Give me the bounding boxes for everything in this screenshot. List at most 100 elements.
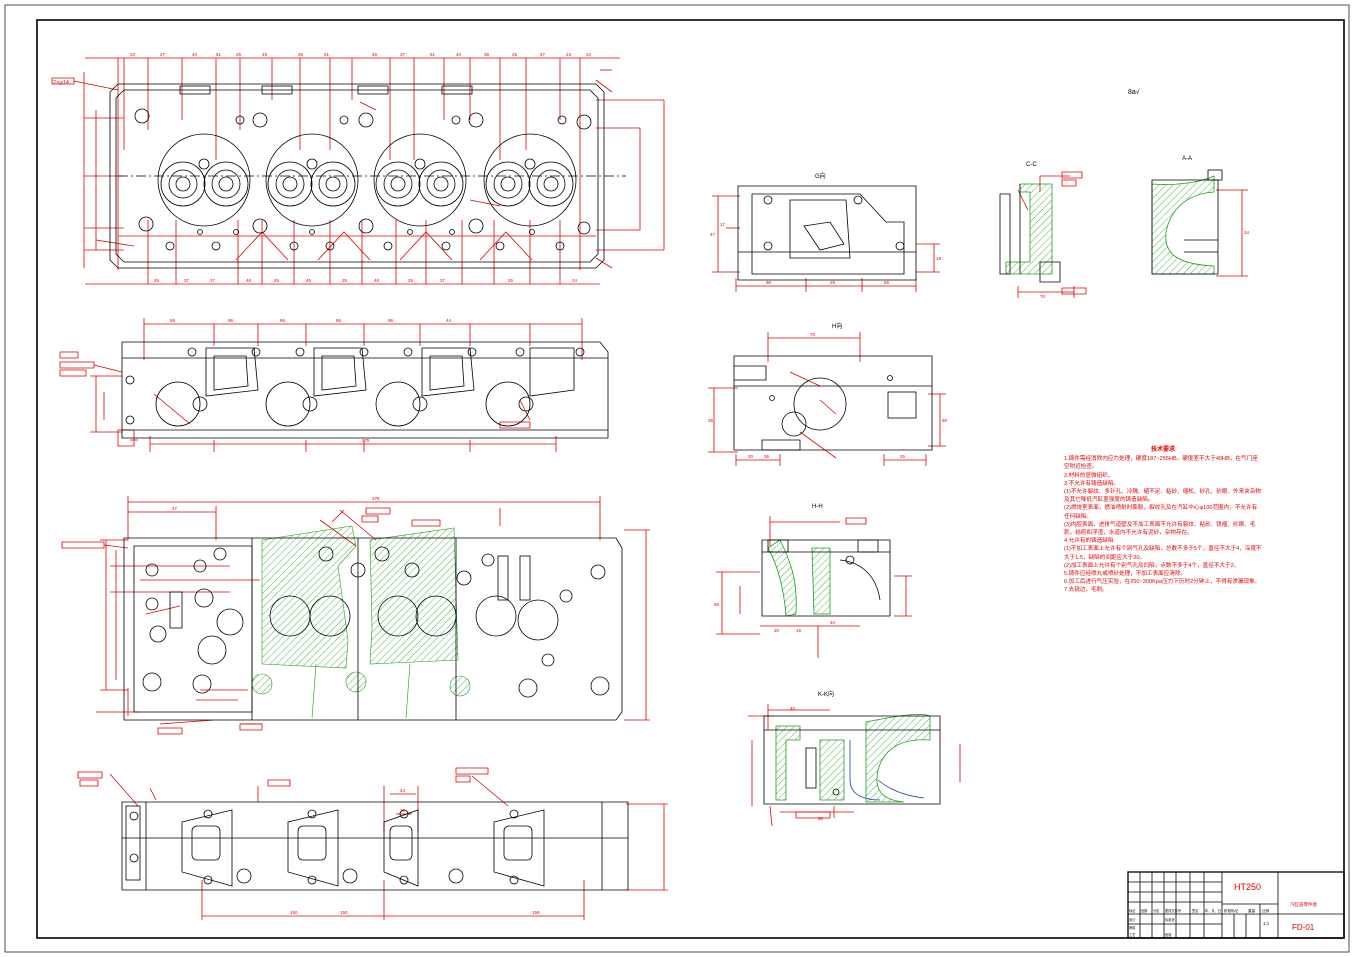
dim-hh-3: 65: [714, 602, 720, 607]
view-manifold-side: [77, 767, 668, 920]
tech-line: 5.铸件应经喷丸或喷砂处理，不加工表面应清除。: [1064, 571, 1187, 578]
dim-g-1: 28: [830, 280, 836, 285]
dim-k-1: 36: [818, 816, 824, 821]
dim-manifold-0: 150: [290, 910, 298, 915]
view-top-plan: [51, 57, 665, 285]
tb-header-1: 处数: [1141, 908, 1148, 913]
tech-line: (2)燃烧室表面，燃油喷射时膨胀，裂纹孔及在汽缸中心φ100范围内，不允许有任何…: [1064, 505, 1258, 520]
roughness-mark: 8a√: [1128, 88, 1140, 96]
dim-front-2: 96: [280, 318, 286, 323]
dim-h-2: 36: [764, 454, 770, 459]
dim-hh-2: 34: [830, 620, 836, 625]
dim-bottom-1: 37: [184, 278, 190, 283]
dim-plan-0: 47: [172, 506, 178, 511]
dim-aa-0: 34: [1244, 230, 1250, 235]
dim-h-0: 70: [810, 332, 816, 337]
tb-header-4: 签名: [1192, 908, 1198, 913]
dim-manifold-3: 24: [400, 788, 406, 793]
view-g: [712, 185, 940, 292]
scale-value: 1:1: [1263, 921, 1270, 926]
dim-g-4: 18: [936, 256, 942, 261]
dim-g-2: 55: [884, 280, 890, 285]
tb-design: 设计: [1129, 917, 1136, 922]
dim-cc-0: 70: [1040, 294, 1046, 299]
tech-line: 6.加工后进行气压实验，在250~300Kpa压力下历时2分钟上，不得有渗漏现象…: [1064, 579, 1261, 586]
tb-header-3: 更改文件号: [1165, 908, 1181, 913]
tech-line: 7.去锐边，毛刺。: [1064, 587, 1108, 594]
dim-top-12: 38: [484, 52, 490, 57]
tech-line: 3.不允许有铸造缺陷。: [1064, 480, 1120, 487]
dim-front-1: 96: [228, 318, 234, 323]
view-section-aa: [1151, 169, 1248, 277]
dim-g-0: 96: [766, 280, 772, 285]
dim-bottom-2: 27: [210, 278, 216, 283]
tech-line: 1.铸件需经消除内应力处理，硬度187~255HB，硬度差不大于40HB，在气门…: [1064, 456, 1258, 471]
drawing-number-label: FD-01: [1292, 923, 1315, 932]
dim-hh-0: 20: [774, 628, 780, 633]
dim-k-0: 40: [790, 706, 796, 711]
dim-manifold-4: 29: [400, 808, 406, 813]
dim-bottom-6: 25: [342, 278, 348, 283]
dim-top-15: 23: [566, 52, 572, 57]
dim-top-11: 40: [456, 52, 462, 57]
dim-bottom-3: 48: [246, 278, 252, 283]
dim-bottom-0: 25: [154, 278, 160, 283]
tech-line: (1)不允许裂纹、多针孔、冷隔、缩不足、粘砂、缩松、砂孔、砂眼、外来夹杂物及其它…: [1064, 489, 1262, 504]
dim-top-5: 49: [262, 52, 268, 57]
dim-top-1: 27: [160, 52, 166, 57]
tech-line: 2.材料的显微组织。: [1064, 472, 1114, 479]
weight-label: 重量: [1248, 908, 1256, 913]
stage-label: 阶段标记: [1224, 908, 1239, 913]
view-section-hh: [716, 516, 912, 658]
scale-label: 比例: [1262, 908, 1270, 913]
dim-front-4: 96: [388, 318, 394, 323]
dim-h-5: 80: [942, 418, 948, 423]
dim-bottom-7: 48: [374, 278, 380, 283]
label-a-section: A-A: [1182, 156, 1192, 162]
tech-line: (2)加工表面上允许有个别气孔及凹陷，点数不多于4个，直径不大于2。: [1064, 562, 1240, 569]
view-h: [708, 332, 946, 466]
dim-bottom-5: 45: [306, 278, 312, 283]
dim-top-8: 49: [372, 52, 378, 57]
dim-top-16: 24: [586, 52, 592, 57]
dim-h-4: 36: [708, 418, 714, 423]
dim-g-5: 17: [720, 222, 726, 227]
dim-front-3: 96: [336, 318, 342, 323]
tb-review: 审核: [1129, 925, 1136, 930]
dim-front-6: 375: [362, 438, 370, 443]
dim-bottom-4: 25: [274, 278, 280, 283]
title-block: [1127, 871, 1345, 939]
dim-g-3: 47: [710, 232, 716, 237]
dim-hh-1: 16: [796, 628, 802, 633]
dim-top-2: 40: [192, 52, 198, 57]
dim-bottom-10: 25: [508, 278, 514, 283]
dim-front-0: 58: [170, 318, 176, 323]
tb-header-2: 分区: [1153, 908, 1160, 913]
drawing-frame: [36, 19, 1345, 939]
dim-top-3: 51: [216, 52, 222, 57]
dim-top-6: 25: [298, 52, 304, 57]
tech-title: 技术要求: [1150, 447, 1175, 453]
dim-top-14: 27: [540, 52, 546, 57]
outer-border: [4, 4, 1350, 953]
dim-h-3: 25: [900, 454, 906, 459]
label-hh-section: H-H: [812, 504, 823, 510]
tech-line: (3)内腔表面，进排气道壁及不加工表面不允许有裂纹、粘砂、铁瘤、砂眼、毛刺，结疤…: [1064, 521, 1256, 537]
view-section-kk: [748, 704, 961, 827]
dim-top-9: 37: [400, 52, 406, 57]
tb-header-0: 标记: [1129, 908, 1136, 913]
tb-standard: 标准化: [1165, 917, 1175, 922]
label-g-view: G向: [815, 172, 826, 180]
view-lower-plan: [61, 496, 650, 735]
dim-h-1: 20: [748, 454, 754, 459]
tech-line: 4.允许有的铸造缺陷: [1064, 538, 1114, 545]
tb-header-5: 年、月、日: [1205, 908, 1221, 913]
view-section-cc: [999, 171, 1087, 298]
dim-front-5: 44: [446, 318, 452, 323]
material-label: HT250: [1234, 882, 1261, 892]
tb-process: 工艺: [1129, 932, 1135, 937]
dim-bottom-11: 24: [572, 278, 578, 283]
dim-manifold-1: 150: [340, 910, 348, 915]
tb-approve: 批准: [1165, 932, 1172, 937]
